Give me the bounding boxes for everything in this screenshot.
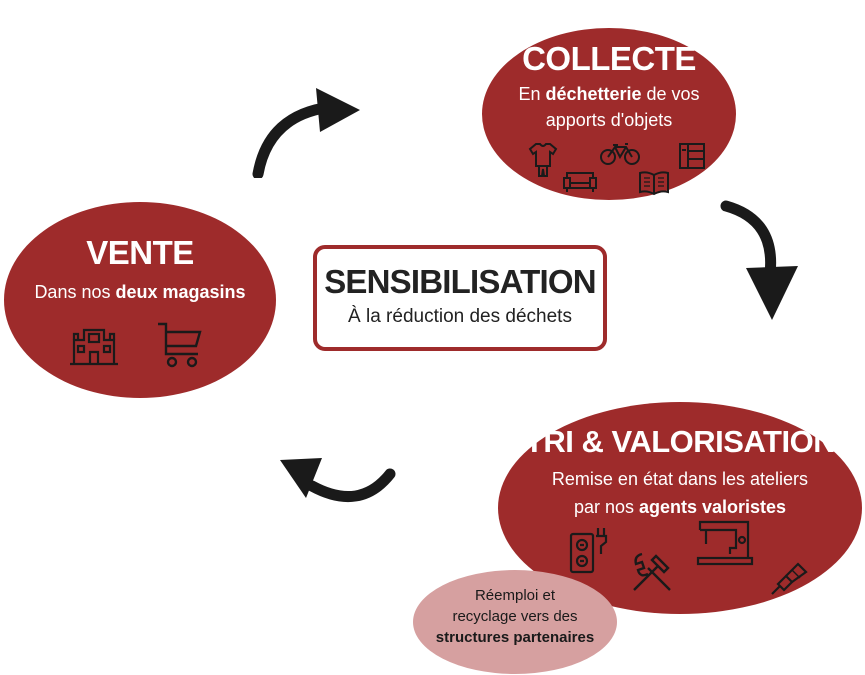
collecte-text-pre: En: [518, 84, 546, 104]
sofa-icon: [562, 170, 598, 194]
vente-title: VENTE: [86, 234, 194, 271]
collecte-text-line2: apports d'objets: [545, 110, 673, 130]
collecte-text-bold: déchetterie: [545, 84, 642, 104]
collecte-text-post: de vos: [641, 84, 700, 104]
tri-valorisation-title: TRI & VALORISATION: [524, 424, 836, 459]
sensibilisation-title: SENSIBILISATION: [324, 263, 596, 300]
shop-icon: [68, 322, 120, 366]
vente-text-pre: Dans nos: [34, 282, 116, 302]
vente-description: Dans nos deux magasins: [4, 279, 276, 305]
tri-text-bold: agents valoristes: [638, 497, 787, 517]
bicycle-icon: [600, 142, 640, 166]
reemploi-bubble: Réemploi et recyclage vers des structure…: [413, 570, 617, 674]
furniture-icon: [678, 142, 706, 170]
arrow-vente-to-collecte: [252, 88, 360, 178]
tri-text-line1: Remise en état dans les ateliers: [551, 469, 809, 489]
clothes-icon: [528, 142, 558, 178]
sensibilisation-subtitle: À la réduction des déchets: [348, 306, 572, 327]
sewing-machine-icon: [696, 518, 754, 566]
reemploi-line1: Réemploi et: [474, 587, 556, 604]
collecte-bubble: COLLECTE En déchetterie de vos apports d…: [482, 28, 736, 200]
book-icon: [637, 170, 671, 196]
collecte-description: En déchetterie de vos apports d'objets: [482, 81, 736, 133]
tri-valorisation-bubble: TRI & VALORISATION Remise en état dans l…: [498, 402, 862, 614]
collecte-title: COLLECTE: [522, 40, 696, 77]
power-outlet-icon: [568, 526, 608, 574]
tri-valorisation-description: Remise en état dans les ateliers par nos…: [498, 465, 862, 521]
sensibilisation-box: SENSIBILISATION À la réduction des déche…: [313, 245, 607, 351]
tools-icon: [628, 548, 676, 596]
vente-text-bold: deux magasins: [115, 282, 246, 302]
arrow-collecte-to-tri: [720, 200, 798, 320]
shopping-cart-icon: [156, 322, 204, 368]
arrow-tri-to-vente: [280, 458, 396, 503]
reemploi-line2: recyclage vers des: [452, 608, 578, 625]
paint-brush-icon: [768, 560, 808, 598]
tri-text-pre: par nos: [573, 497, 639, 517]
reemploi-line3: structures partenaires: [435, 629, 595, 646]
vente-bubble: VENTE Dans nos deux magasins: [4, 202, 276, 398]
